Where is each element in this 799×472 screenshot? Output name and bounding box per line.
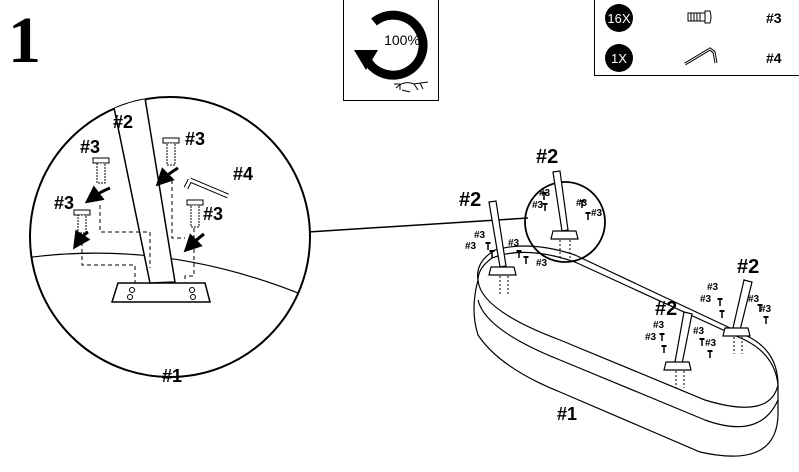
- label-bolt: #3: [532, 200, 544, 211]
- clockwise-rotation-icon: 100%: [354, 10, 429, 93]
- step-number: 1: [8, 4, 41, 77]
- detail-highlight-circle: [524, 181, 606, 263]
- ottoman-base: [473, 245, 779, 457]
- label-leg: #2: [536, 146, 558, 168]
- label-leg: #2: [655, 298, 677, 320]
- parts-list: 16X #3 1X #4: [594, 0, 799, 76]
- mounting-plate: [110, 282, 211, 303]
- label-bolt: #3: [705, 338, 717, 349]
- label-base: #1: [162, 366, 182, 386]
- leg: [663, 311, 693, 371]
- label-leg: #2: [459, 189, 481, 211]
- label-bolt: #3: [693, 326, 705, 337]
- label-bolt: #3: [760, 304, 772, 315]
- label-bolt: #3: [508, 238, 520, 249]
- torque-indicator-box: 100%: [343, 0, 439, 101]
- torque-percent: 100%: [384, 32, 420, 48]
- label-bolt: #3: [653, 320, 665, 331]
- label-leg: #2: [737, 256, 759, 278]
- label-hex-key: #4: [233, 164, 253, 184]
- label-bolt: #3: [539, 188, 551, 199]
- leg: [550, 170, 579, 240]
- label-bolt: #3: [185, 129, 205, 149]
- part-qty-badge: 1X: [605, 44, 633, 72]
- label-bolt: #3: [576, 198, 588, 209]
- label-bolt: #3: [700, 294, 712, 305]
- leg: [722, 279, 753, 337]
- label-bolt: #3: [645, 332, 657, 343]
- label-base: #1: [557, 404, 577, 424]
- label-bolt: #3: [591, 208, 603, 219]
- hand-with-hex-key-icon: [394, 81, 429, 93]
- detail-callout-line: [307, 217, 529, 233]
- hex-key-icon: [684, 47, 718, 66]
- label-bolt: #3: [748, 294, 760, 305]
- label-bolt: #3: [203, 204, 223, 224]
- label-bolt: #3: [707, 282, 719, 293]
- bolt-icon: [687, 10, 712, 24]
- label-leg: #2: [113, 112, 133, 132]
- part-qty-badge: 16X: [605, 4, 633, 32]
- label-bolt: #3: [54, 193, 74, 213]
- part-id: #4: [766, 50, 782, 66]
- label-bolt: #3: [465, 241, 477, 252]
- part-id: #3: [766, 10, 782, 26]
- detail-zoom-view: #3 #3 #2 #3 #4 #3 #1: [29, 96, 311, 386]
- label-bolt: #3: [474, 230, 486, 241]
- label-bolt: #3: [536, 258, 548, 269]
- bolt-icon: [73, 137, 204, 234]
- leg: [488, 200, 517, 276]
- label-bolt: #3: [80, 137, 100, 157]
